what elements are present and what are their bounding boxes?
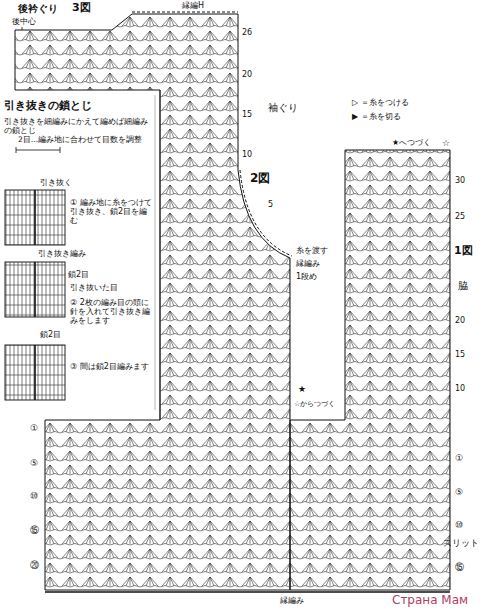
chart-label: 鎖2目 <box>40 330 61 339</box>
row-number: ⑳ <box>30 560 39 570</box>
chart-label: 後中心 <box>12 17 36 26</box>
chart-label: 1段め <box>296 272 317 281</box>
row-number: 15 <box>455 350 465 359</box>
chart-label: 糸を渡す <box>296 246 328 255</box>
leader-line <box>22 27 23 30</box>
chart-label: 2目…編み地に合わせて目数を調整 <box>18 136 142 145</box>
chart-label: ① 編み地に糸をつけて引き抜き、鎖2目を編む <box>70 198 152 226</box>
chart-label: ② 2枚の編み目の頭に針を入れて引き抜き編みをします <box>70 298 152 326</box>
chart-label: 縁編H <box>182 1 204 10</box>
legend-entry: ▶ ＝糸を切る <box>352 112 401 121</box>
chart-label: 引き抜く <box>40 178 72 187</box>
chart-label: 引き抜き編み <box>38 249 86 258</box>
row-number: ⑮ <box>455 562 464 572</box>
chart-label: 3図 <box>72 2 91 15</box>
legend-entry: ▷ ＝糸をつける <box>352 98 409 107</box>
chart-label: 引き抜きを細編みにかえて編めば細編みの鎖とじ <box>4 118 154 135</box>
row-number: ⑩ <box>30 491 38 501</box>
panel-edge <box>160 90 161 420</box>
chart-label: 1図 <box>454 245 473 258</box>
side-piece <box>290 150 450 590</box>
divider <box>155 95 156 410</box>
chart-label: ★へつづく <box>392 138 431 147</box>
row-number: ⑮ <box>30 525 39 535</box>
chart-label: 袖ぐり <box>268 102 298 114</box>
row-number: ① <box>30 423 38 433</box>
row-number: ⑤ <box>455 487 463 497</box>
row-number: 10 <box>242 150 252 159</box>
chart-label: ☆ <box>442 138 450 148</box>
edge-band <box>132 12 238 13</box>
chart-label: 縁編み <box>296 259 320 268</box>
chart-label: 2図 <box>250 172 270 186</box>
chart-label: 縁編み <box>280 596 304 605</box>
dimension-line <box>16 147 60 153</box>
row-number: 20 <box>242 70 252 79</box>
chart-label: ③ 間は鎖2目編みます <box>70 362 152 371</box>
row-number: ⑤ <box>30 458 38 468</box>
edge-band <box>45 591 450 593</box>
chart-label: 鎖2目 <box>68 270 89 279</box>
chart-label: ☆からつづく <box>294 400 335 408</box>
chart-label: 引き抜きの鎖とじ <box>4 100 92 113</box>
seam-line <box>34 190 36 400</box>
row-number: 5 <box>268 200 273 209</box>
row-number: ① <box>455 453 463 463</box>
row-number: 20 <box>455 316 465 325</box>
chart-label: 後衿ぐり <box>18 3 58 15</box>
row-number: 26 <box>242 28 252 37</box>
watermark: Страна Мам <box>392 594 468 608</box>
chart-label: 脇 <box>458 280 468 292</box>
row-number: 10 <box>455 384 465 393</box>
chart-label: スリット <box>443 538 479 548</box>
chart-label: ★ <box>298 384 306 394</box>
chart-label: 引き抜いた目 <box>70 283 118 292</box>
row-number: ⑩ <box>455 520 463 530</box>
row-number: 30 <box>455 176 465 185</box>
row-number: 25 <box>455 212 465 221</box>
row-number: 15 <box>242 110 252 119</box>
edge-band <box>240 170 292 256</box>
